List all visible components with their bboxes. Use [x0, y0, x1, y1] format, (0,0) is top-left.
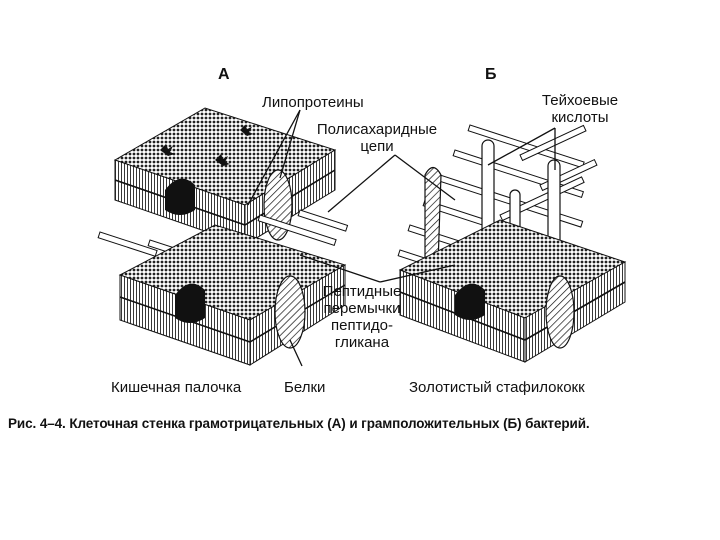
porin-protein: [165, 178, 195, 215]
label-peptide-line3: пептидо-: [331, 317, 393, 334]
label-peptide-line2: перемычки: [323, 300, 401, 317]
leader-lines: [247, 109, 556, 367]
label-lipoproteins: Липопротеины: [262, 94, 364, 111]
label-peptide-bridges: Пептидные перемычки пептидо- гликана: [312, 283, 412, 351]
figure-caption: Рис. 4–4. Клеточная стенка грамотрицател…: [8, 416, 590, 431]
transmembrane-protein-b: [545, 275, 575, 349]
lipoprotein-marks: [160, 125, 253, 166]
panel-b-diagram: [397, 124, 627, 363]
membrane-protein-b: [455, 283, 485, 320]
outer-membrane: [113, 107, 337, 246]
porin-protein-lower: [175, 283, 205, 323]
label-polysaccharide-line1: Полисахаридные: [316, 121, 438, 138]
label-teichoic-line2: кислоты: [551, 109, 609, 126]
label-staphylococcus: Золотистый стафилококк: [409, 379, 585, 396]
label-polysaccharide-chains: Полисахаридные цепи: [307, 121, 447, 155]
label-ecoli: Кишечная палочка: [111, 379, 242, 396]
panel-b-letter: Б: [485, 66, 497, 83]
label-peptide-line1: Пептидные: [322, 283, 402, 300]
label-peptide-line4: гликана: [334, 334, 390, 351]
label-teichoic-line1: Тейхоевые: [541, 92, 619, 109]
panel-a-diagram: [97, 107, 349, 366]
label-proteins: Белки: [284, 379, 326, 396]
label-polysaccharide-line2: цепи: [360, 138, 394, 155]
panel-a-letter: А: [218, 66, 230, 83]
transmembrane-protein-lower: [274, 275, 306, 349]
label-teichoic-acids: Тейхоевые кислоты: [525, 92, 635, 126]
